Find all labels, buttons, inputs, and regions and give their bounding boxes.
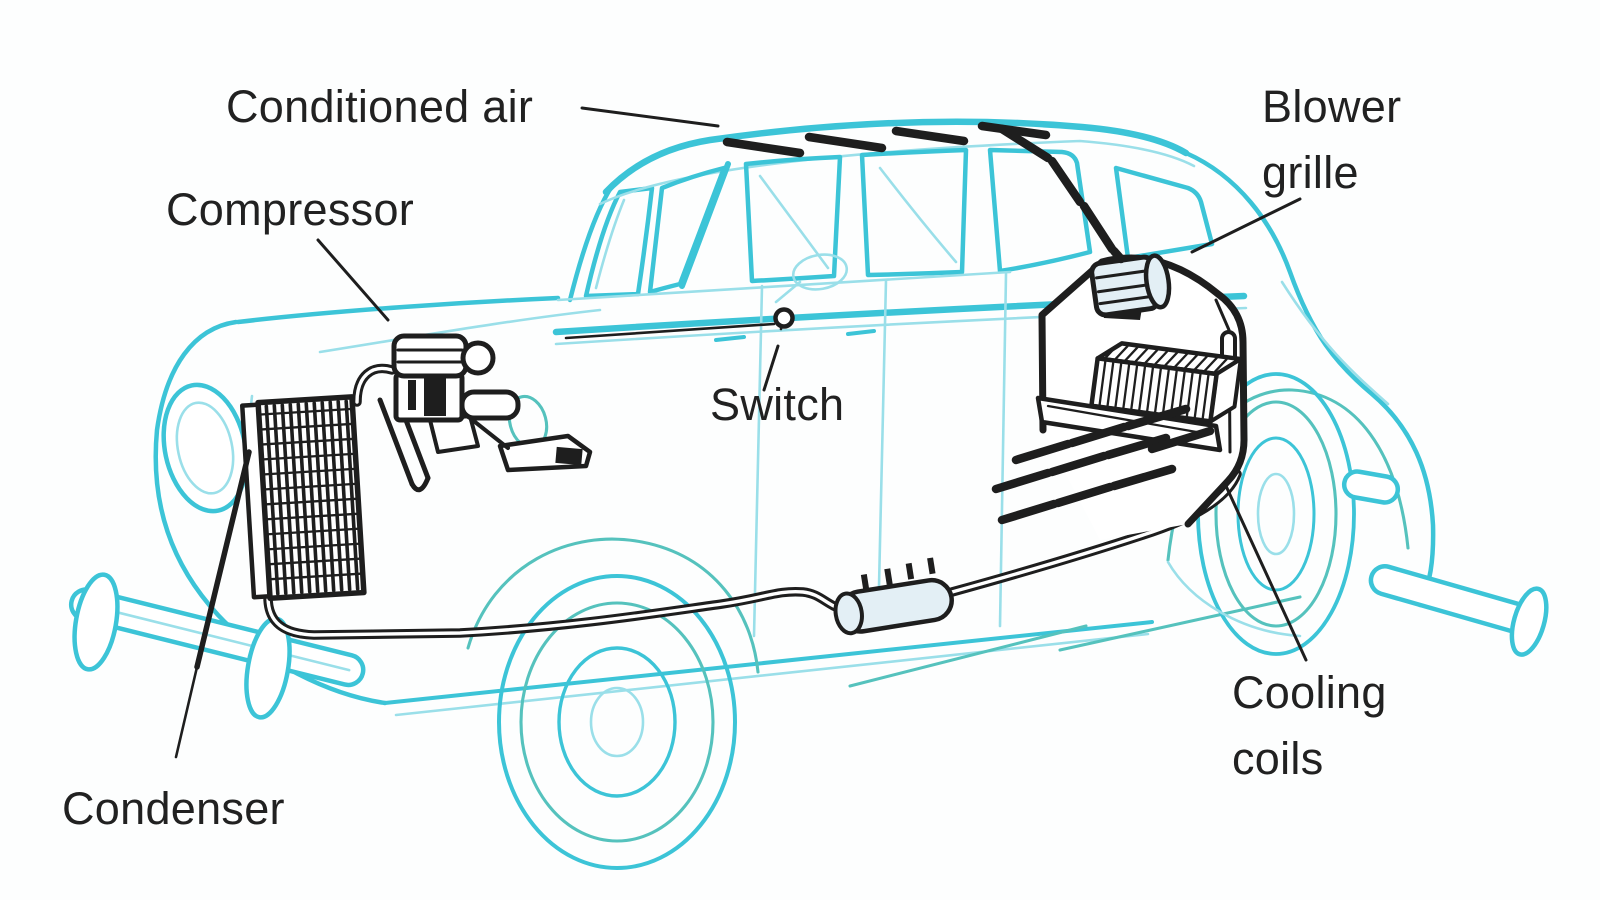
receiver-drier: [833, 557, 954, 636]
switch-control: [564, 307, 795, 340]
leader-condenser-thin: [174, 665, 199, 759]
leader-switch: [762, 344, 780, 392]
windshield: [583, 185, 655, 299]
leader-lines: [174, 106, 1308, 759]
front-wheel: [497, 574, 737, 870]
side-windows: [647, 147, 1215, 295]
label-compressor: Compressor: [166, 184, 415, 235]
label-cooling-coils: Cooling coils: [1232, 667, 1387, 785]
blower-unit: [1089, 253, 1172, 320]
leader-cooling-coils: [1224, 484, 1308, 662]
label-blower-grille: Blower grille: [1262, 81, 1402, 199]
label-switch: Switch: [710, 379, 845, 430]
leader-blower-grille: [1190, 197, 1302, 254]
condenser-unit: [239, 394, 367, 602]
cooling-coils-unit: [1088, 341, 1244, 425]
refrigerant-pipes: [263, 363, 1242, 640]
label-condenser: Condenser: [62, 783, 285, 834]
airflow-arrows-roof: [722, 121, 1051, 158]
leader-condenser-arrow: [194, 449, 252, 670]
airflow-arrows-intake: [991, 404, 1215, 525]
front-bumper: [68, 572, 366, 720]
car-body-outline: [68, 118, 1549, 870]
compressor-unit: [377, 333, 593, 493]
label-conditioned-air: Conditioned air: [226, 81, 534, 132]
rear-bumper: [1341, 469, 1549, 657]
leader-compressor: [316, 238, 390, 322]
leader-conditioned-air: [580, 106, 720, 128]
airflow-arrows-rear: [997, 124, 1126, 264]
headlight: [161, 382, 249, 514]
steering-wheel: [774, 253, 849, 304]
switch-dot: [773, 307, 795, 329]
